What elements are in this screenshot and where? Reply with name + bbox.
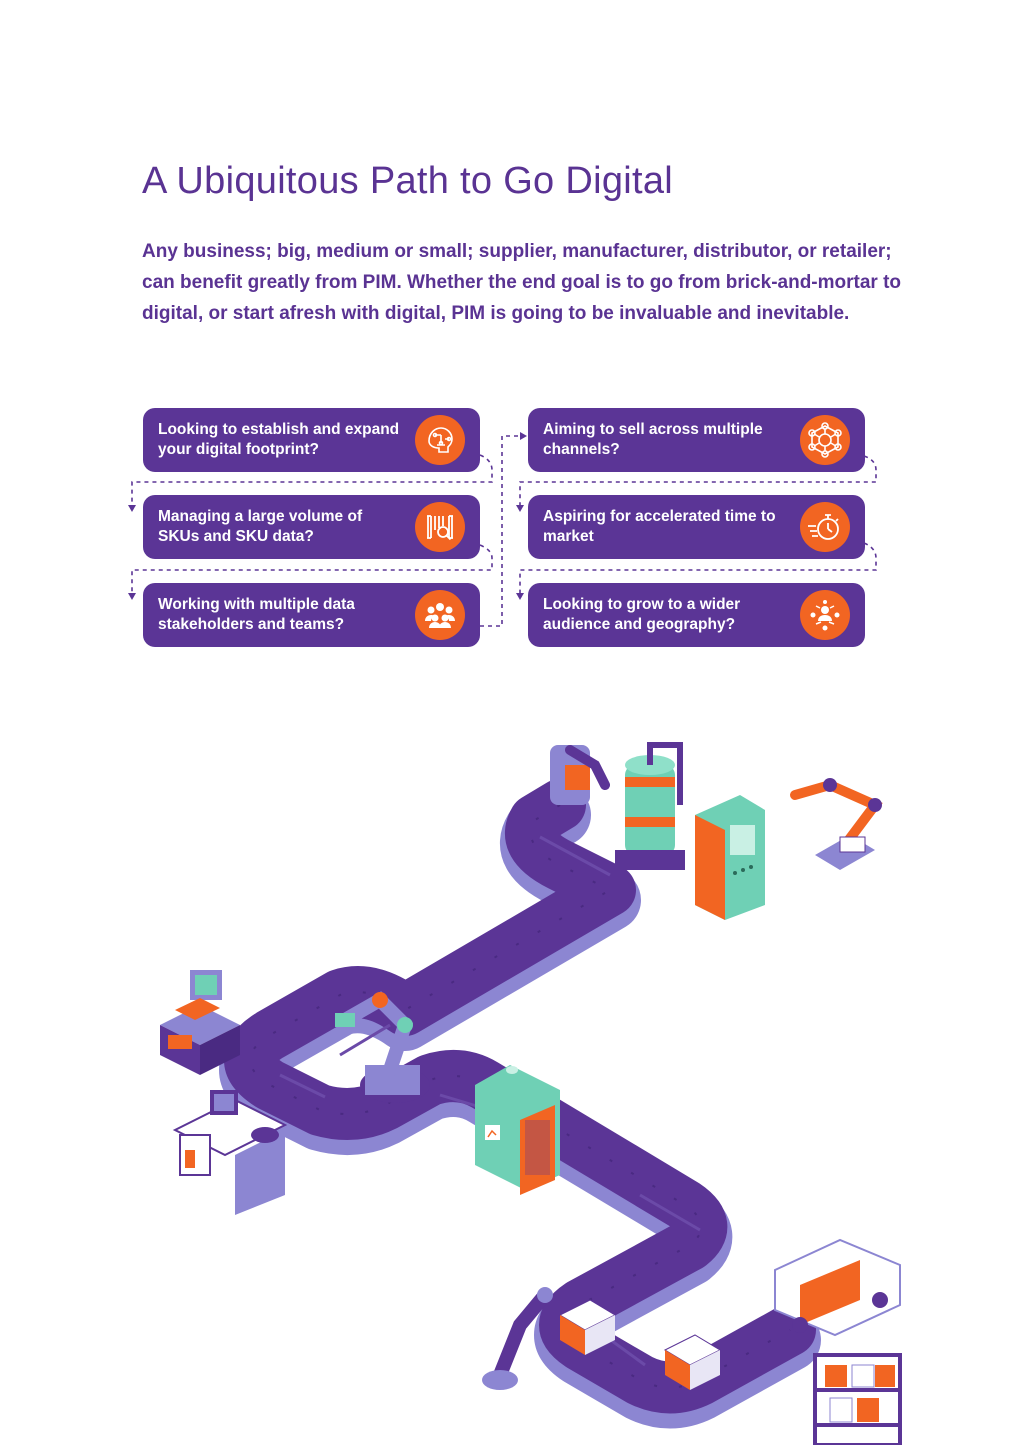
card-label: Aspiring for accelerated time to market: [543, 508, 776, 545]
control-cabinet: [695, 795, 765, 920]
connector-4-5: [519, 455, 877, 505]
connector-1-2: [131, 454, 493, 505]
stopwatch-speed-icon: [800, 502, 850, 552]
page-title: A Ubiquitous Path to Go Digital: [142, 160, 674, 202]
robot-arm-right: [790, 778, 883, 870]
card-digital-footprint: Looking to establish and expand your dig…: [143, 408, 480, 472]
connector-5-6: [519, 542, 877, 593]
package-boxes: [558, 1299, 722, 1390]
card-label: Looking to grow to a wider audience and …: [543, 596, 741, 633]
card-multiple-channels: Aiming to sell across multiple channels?: [528, 408, 865, 472]
intro-paragraph: Any business; big, medium or small; supp…: [142, 241, 902, 324]
brain-circuit-icon: [415, 415, 465, 465]
card-label: Looking to establish and expand your dig…: [158, 421, 400, 458]
desk-workstation: [172, 1090, 288, 1215]
card-label: Working with multiple data stakeholders …: [158, 596, 355, 633]
card-time-to-market: Aspiring for accelerated time to market: [528, 495, 865, 559]
factory-conveyor-illustration: [160, 742, 902, 1445]
barcode-search-icon: [415, 502, 465, 552]
scanner-gate: [475, 1065, 560, 1195]
delivery-truck: [774, 1238, 901, 1337]
robot-arm-top: [550, 745, 610, 805]
connector-3-4: [480, 435, 522, 627]
computer-terminal: [160, 970, 240, 1075]
storage-shelf: [813, 1353, 902, 1445]
card-wider-audience: Looking to grow to a wider audience and …: [528, 583, 865, 647]
team-group-icon: [415, 590, 465, 640]
card-label: Aiming to sell across multiple channels?: [543, 421, 763, 458]
robot-arm-bottom: [482, 1287, 553, 1390]
card-label: Managing a large volume of SKUs and SKU …: [158, 508, 363, 545]
processing-tank: [615, 742, 685, 870]
card-stakeholders: Working with multiple data stakeholders …: [143, 583, 480, 647]
global-audience-icon: [800, 590, 850, 640]
network-hub-icon: [800, 415, 850, 465]
robot-arm-center: [335, 991, 430, 1103]
connector-2-3: [131, 544, 493, 593]
card-sku-data: Managing a large volume of SKUs and SKU …: [143, 495, 480, 559]
card-connectors: [128, 432, 877, 627]
